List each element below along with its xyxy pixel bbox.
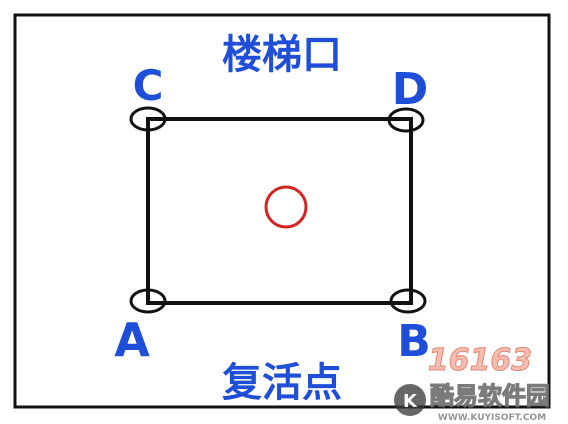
corner-label-d: D: [392, 64, 429, 115]
corner-marker-b: [389, 288, 427, 314]
inner-rectangle: [146, 117, 413, 305]
corner-marker-a: [129, 288, 167, 314]
label-respawn: 复活点: [222, 360, 342, 406]
watermark-number: 16163: [428, 343, 532, 378]
watermark-logo-icon: [394, 384, 426, 416]
corner-marker-d: [387, 107, 425, 133]
watermark-logo-letter: K: [403, 391, 418, 412]
corner-label-c: C: [133, 61, 164, 110]
center-marker: [264, 185, 308, 229]
label-stairway: 楼梯口: [222, 32, 342, 78]
corner-label-b: B: [397, 316, 431, 367]
corner-marker-c: [129, 106, 167, 132]
outer-frame: [13, 13, 551, 409]
watermark: 16163 K 酷易软件园 WWW.KUYISOFT.COM: [394, 343, 551, 423]
watermark-name: 酷易软件园: [430, 382, 550, 410]
watermark-url: WWW.KUYISOFT.COM: [438, 413, 546, 423]
corner-label-a: A: [114, 313, 150, 367]
